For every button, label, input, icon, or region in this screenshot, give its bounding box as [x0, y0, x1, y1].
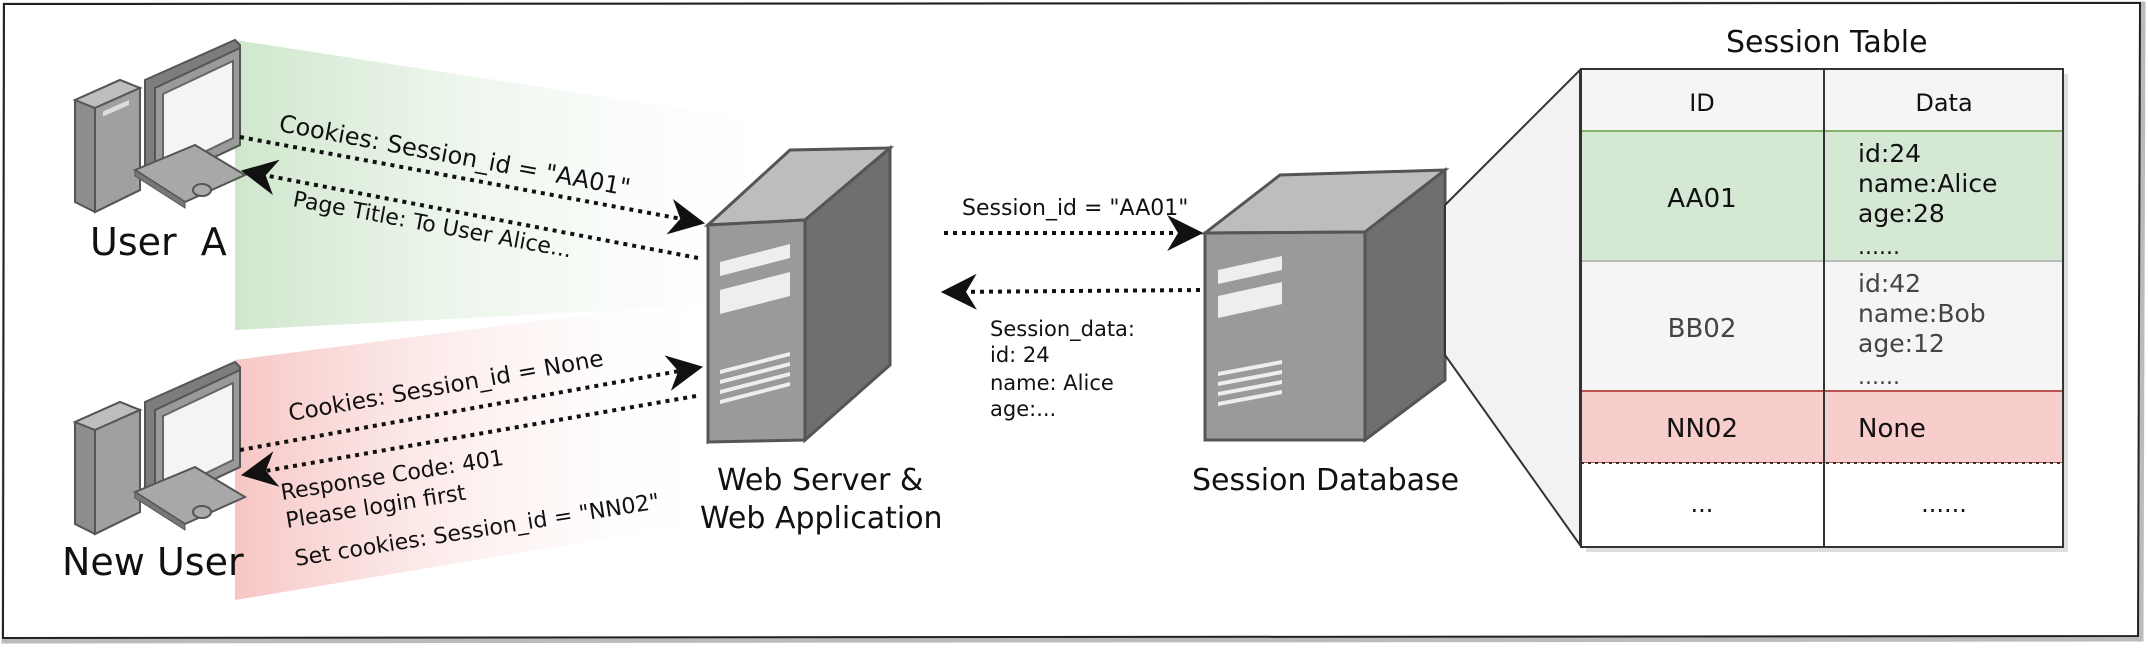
column-header: Data — [1915, 89, 1972, 117]
table-row — [1580, 260, 2064, 392]
table-header — [1580, 68, 2064, 132]
row-data-line: id:42 — [1858, 269, 1921, 298]
user-a-label: User A — [90, 220, 227, 264]
row-data-line: age:28 — [1858, 199, 1945, 228]
new-user-label: New User — [62, 540, 244, 584]
user-a-response-arrow — [240, 159, 699, 260]
row-data-line: None — [1858, 414, 1926, 444]
db-to-server-line: id: 24 — [990, 343, 1050, 367]
row-id: ... — [1691, 490, 1714, 518]
new-user-response-arrow — [240, 394, 697, 487]
web-server-label: Web Application — [700, 501, 943, 536]
table-row — [1580, 390, 2064, 464]
session-table: ID Data AA01 id:24 name:Alice age:28 ...… — [1580, 68, 2068, 552]
row-data-line: ...... — [1921, 490, 1967, 518]
desktop-computer-icon — [72, 360, 248, 536]
web-server-icon — [703, 144, 895, 445]
session-table-title: Session Table — [1726, 25, 1928, 60]
row-data-line: name:Alice — [1858, 169, 1997, 198]
user-a-flow-band — [235, 40, 820, 330]
desktop-computer-icon — [72, 38, 248, 214]
row-data-line: name:Bob — [1858, 299, 1986, 328]
row-id: NN02 — [1666, 414, 1738, 444]
new-user-flow-band — [235, 300, 720, 600]
database-server-icon — [1200, 166, 1450, 443]
row-id: BB02 — [1668, 314, 1737, 344]
db-to-server-arrow — [940, 273, 1201, 310]
row-data-line: age:12 — [1858, 329, 1945, 358]
server-to-db-label: Session_id = "AA01" — [962, 196, 1188, 221]
web-server-label: Web Server & — [717, 463, 923, 498]
database-server-label: Session Database — [1192, 463, 1459, 498]
column-header: ID — [1689, 89, 1715, 117]
db-to-server-line: Session_data: — [990, 317, 1135, 342]
db-to-server-line: name: Alice — [990, 371, 1114, 395]
table-row — [1580, 462, 2064, 548]
user-a-request-arrow — [239, 135, 706, 235]
row-data-line: id:24 — [1858, 139, 1921, 168]
db-to-server-line: age:... — [990, 397, 1056, 421]
table-row — [1580, 130, 2064, 262]
row-id: AA01 — [1667, 184, 1736, 214]
row-data-line: ...... — [1858, 235, 1900, 260]
row-data-line: ...... — [1858, 365, 1900, 390]
